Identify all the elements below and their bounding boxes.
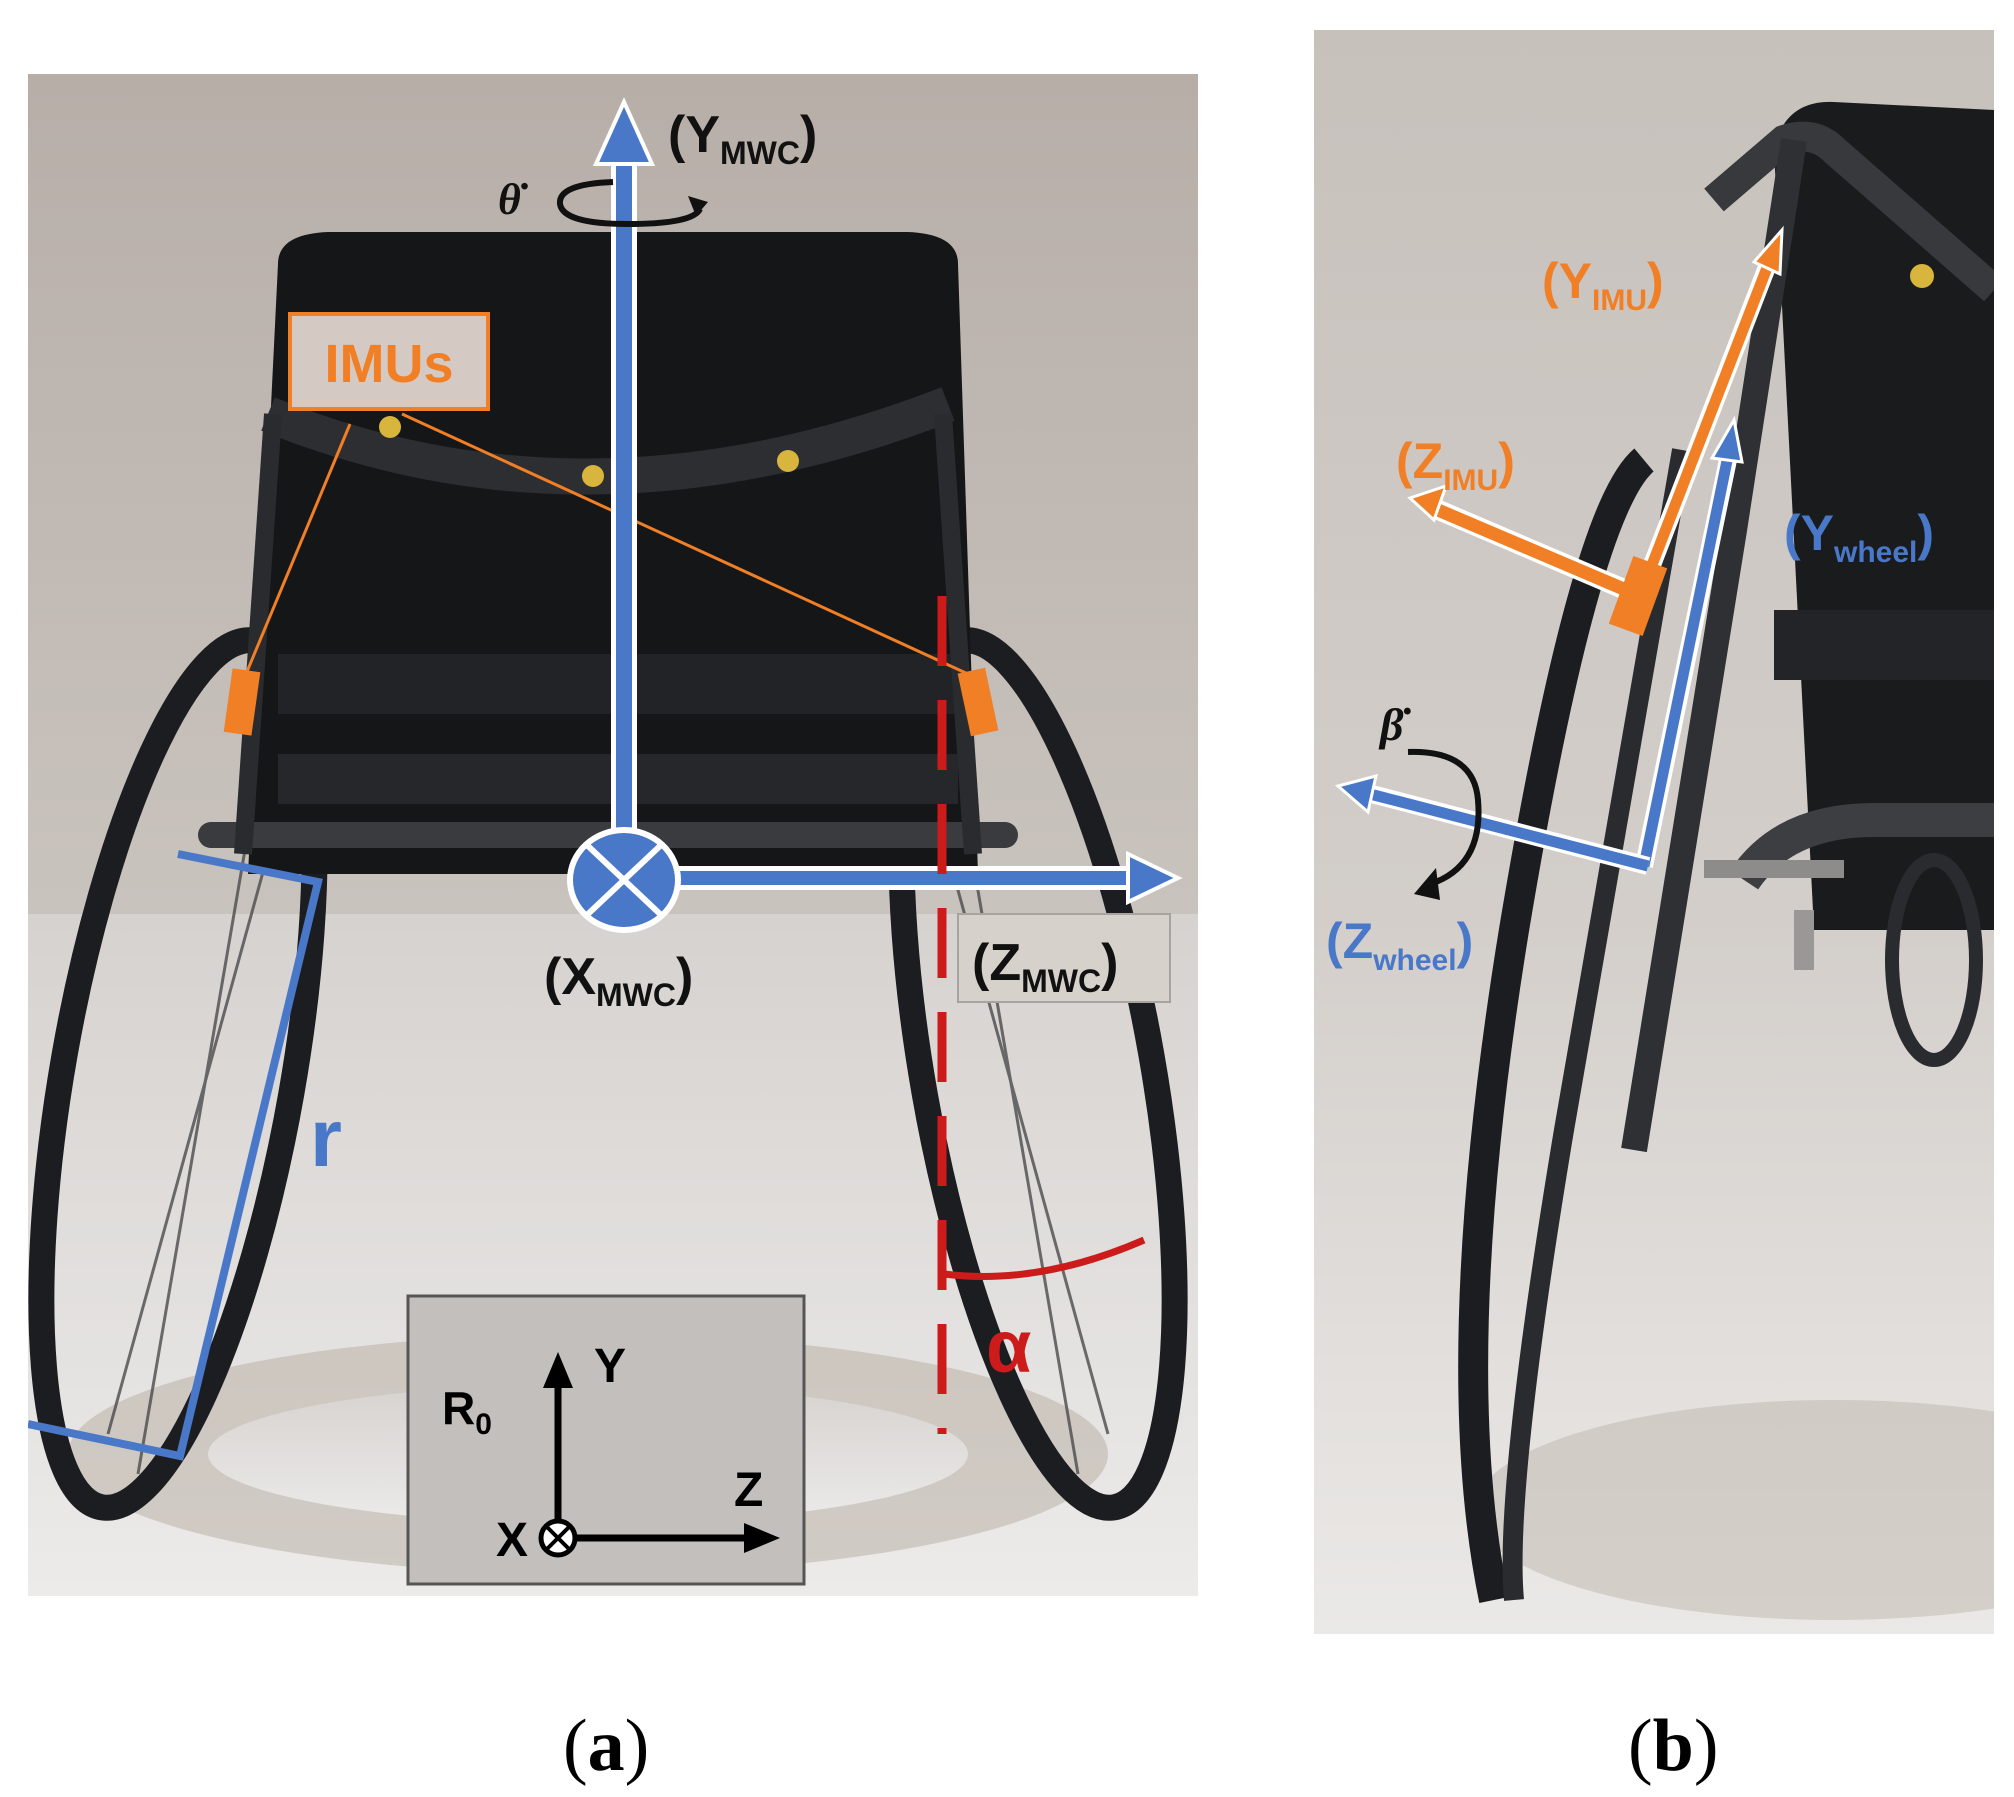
- imu-sensor: [1608, 556, 1668, 636]
- r0-label: R0: [442, 1382, 492, 1441]
- reference-frame-box: Y Z X R0: [406, 1294, 806, 1586]
- z-wheel-arrowhead: [1334, 773, 1378, 815]
- imu-pointer-left: [244, 423, 352, 675]
- panel-b-side-view: β̇ (YIMU) (ZIMU) (Ywheel) (Zwheel): [1314, 30, 1994, 1634]
- imu-right: [957, 667, 999, 737]
- panel-a-diagram: IMUs θ̇ (YMWC) (XMWC) (ZMWC) α: [28, 74, 1198, 1596]
- panel-b-caption: (b): [1628, 1705, 1719, 1787]
- imus-label-box: [288, 312, 490, 411]
- panel-b-diagram: β̇ (YIMU) (ZIMU) (Ywheel) (Zwheel): [1314, 30, 1994, 1634]
- z-mwc-label-box: [957, 913, 1171, 1003]
- z-mwc-arrowhead: [1126, 850, 1183, 906]
- r0-y-label: Y: [594, 1340, 626, 1393]
- y-imu-arrowhead: [1751, 225, 1784, 277]
- alpha-label: α: [986, 1305, 1032, 1388]
- r0-z-label: Z: [734, 1464, 763, 1517]
- beta-dot-rotation-arrow: [1407, 748, 1482, 889]
- panel-a-caption: (a): [563, 1705, 650, 1787]
- imu-pointer-right: [401, 412, 969, 676]
- shadow: [1474, 1400, 1994, 1620]
- wheel-side: [1458, 448, 1655, 1604]
- imus-label: IMUs: [324, 334, 453, 394]
- theta-dot-rotation-arrow: [557, 179, 703, 228]
- z-imu-arrowhead: [1407, 483, 1449, 523]
- y-mwc-arrowhead: [592, 97, 656, 166]
- r0-x-label: X: [496, 1514, 528, 1567]
- x-mwc-into-page-symbol: [567, 827, 681, 933]
- panel-a-front-view: IMUs θ̇ (YMWC) (XMWC) (ZMWC) α: [28, 74, 1198, 1596]
- radius-label: r: [310, 1093, 342, 1184]
- imu-left: [223, 668, 261, 736]
- alpha-angle-arc: [943, 1236, 1146, 1280]
- y-wheel-arrowhead: [1709, 415, 1744, 464]
- wheel-radius-line: [28, 850, 323, 1461]
